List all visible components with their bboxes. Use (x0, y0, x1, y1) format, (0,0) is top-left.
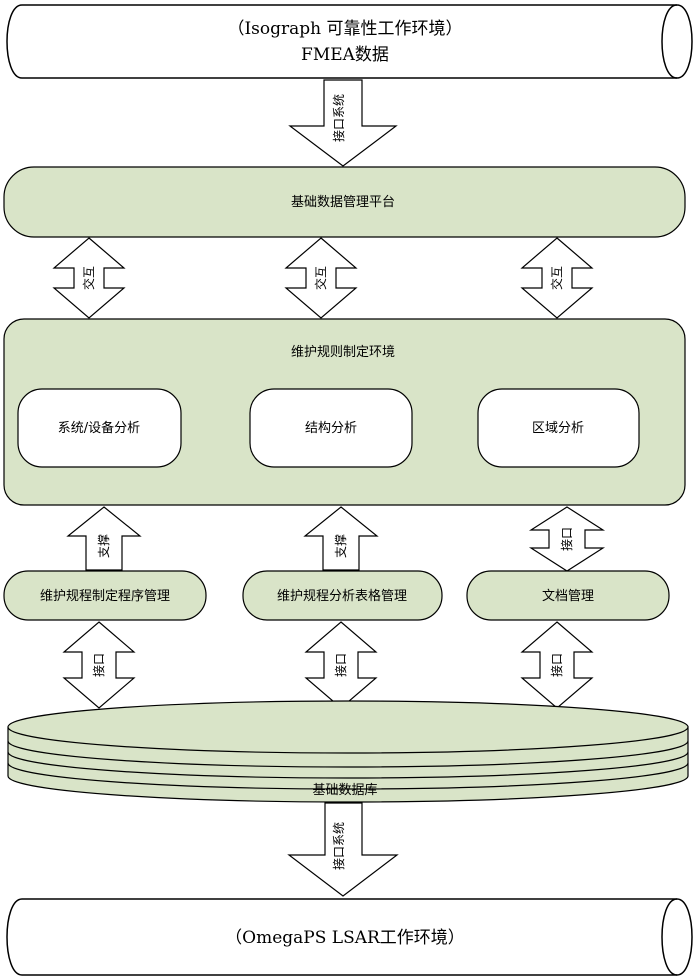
bottom-interface-arrow: 接口系统 (287, 802, 399, 897)
exchange-arrow-2-label: 交互 (313, 266, 328, 290)
platform-label: 基础数据管理平台 (291, 195, 395, 210)
base-database: 基础数据库 (7, 700, 689, 803)
maintenance-rule-environment: 维护规则制定环境 系统/设备分析 结构分析 区域分析 (3, 318, 686, 506)
system-equipment-analysis-box (17, 388, 182, 468)
module-procedure-management: 维护规程制定程序管理 (3, 570, 207, 621)
exchange-arrow-2: 交互 (284, 237, 358, 319)
top-interface-arrow: 接口系统 (288, 79, 398, 167)
interface-arrow-low-3-label: 接口 (549, 653, 564, 677)
structure-analysis-label: 结构分析 (305, 421, 357, 436)
module-document-management-label: 文档管理 (542, 589, 594, 604)
exchange-arrow-1: 交互 (52, 237, 126, 319)
support-arrow-1-label: 支撑 (96, 534, 111, 558)
module-analysis-form-management-label: 维护规程分析表格管理 (277, 588, 407, 604)
interface-arrow-low-1-label: 接口 (91, 653, 106, 677)
data-management-platform: 基础数据管理平台 (3, 166, 686, 238)
interface-arrow-low-3: 接口 (520, 621, 594, 709)
module-analysis-form-management: 维护规程分析表格管理 (242, 570, 443, 621)
interface-arrow-mid-3-label: 接口 (559, 527, 574, 551)
module-procedure-management-label: 维护规程制定程序管理 (40, 589, 170, 604)
interface-arrow-low-1: 接口 (62, 621, 136, 709)
exchange-arrow-3-label: 交互 (549, 266, 564, 290)
support-arrow-1: 支撑 (66, 506, 142, 571)
zone-analysis-label: 区域分析 (532, 421, 584, 436)
top-environment-subtitle: FMEA数据 (301, 45, 389, 65)
support-arrow-2: 支撑 (303, 506, 379, 571)
exchange-arrow-3: 交互 (520, 237, 594, 319)
maintenance-env-title: 维护规则制定环境 (291, 345, 395, 360)
structure-analysis-box (249, 388, 413, 468)
top-interface-arrow-label: 接口系统 (331, 94, 346, 142)
zone-analysis-box (477, 388, 640, 468)
support-arrow-2-label: 支撑 (333, 534, 348, 558)
bottom-environment-label: （OmegaPS LSAR工作环境） (225, 928, 465, 948)
exchange-arrow-1-label: 交互 (81, 266, 96, 290)
module-document-management: 文档管理 (466, 570, 670, 621)
interface-arrow-low-2: 接口 (304, 621, 378, 709)
interface-arrow-low-2-label: 接口 (333, 653, 348, 677)
interface-arrow-mid-3: 接口 (528, 506, 606, 572)
system-equipment-analysis-label: 系统/设备分析 (58, 420, 140, 436)
database-label: 基础数据库 (312, 782, 377, 798)
bottom-interface-arrow-label: 接口系统 (331, 822, 346, 870)
bottom-environment-cylinder: （OmegaPS LSAR工作环境） (6, 898, 693, 976)
top-environment-cylinder: （Isograph 可靠性工作环境） FMEA数据 (6, 4, 693, 79)
top-environment-title: （Isograph 可靠性工作环境） (227, 19, 462, 39)
